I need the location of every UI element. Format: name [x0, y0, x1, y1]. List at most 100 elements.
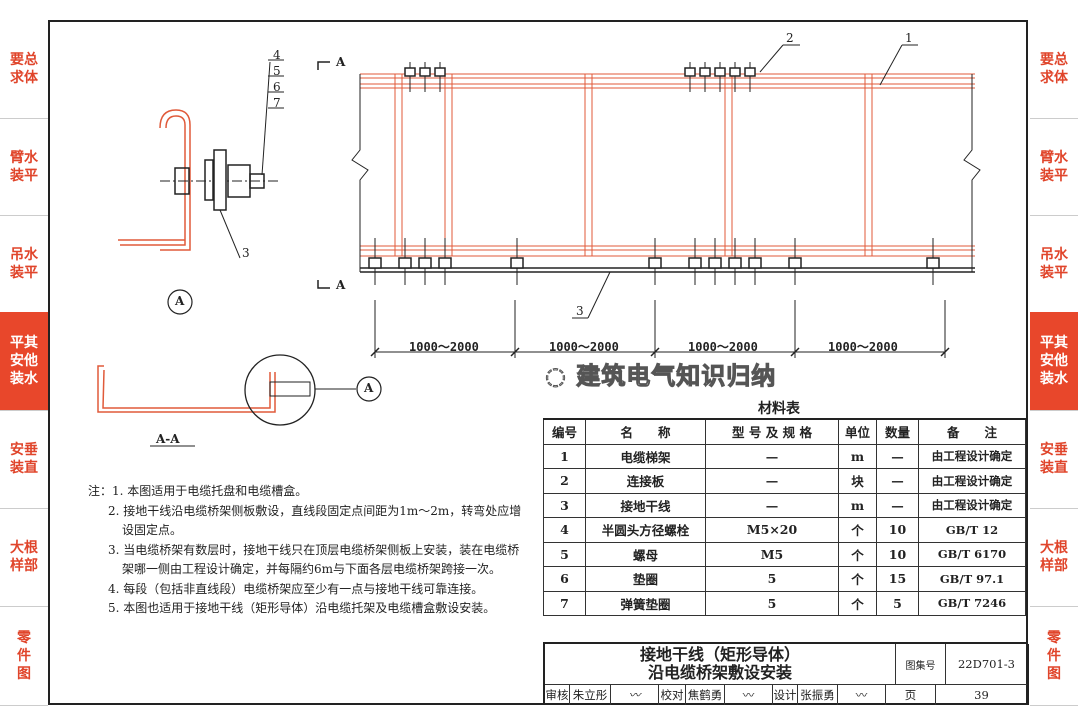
table-cell: 名 称 — [585, 418, 706, 445]
table-cell: 6 — [543, 566, 586, 592]
dimension-tick — [510, 347, 520, 357]
table-cell: 个 — [838, 541, 877, 567]
cable-ladder-plan — [360, 73, 975, 257]
side-tab-5[interactable]: 安垂装直 — [1030, 410, 1078, 509]
dimension-tick — [790, 347, 800, 357]
watermark: ◌ 建筑电气知识归纳 — [544, 362, 777, 391]
side-tab-label: 臂水 — [1040, 149, 1068, 166]
nut — [438, 257, 452, 269]
side-tab-2[interactable]: 臂水装平 — [1030, 118, 1078, 216]
table-cell: 1 — [543, 443, 586, 469]
wechat-icon: ◌ — [544, 362, 577, 391]
side-tab-label: 装平 — [1040, 167, 1068, 184]
table-cell: M5 — [705, 541, 839, 567]
table-header-row: 编号名 称型 号 及 规 格单位数量备 注 — [543, 418, 1026, 445]
side-tab-label: 求体 — [1040, 70, 1068, 86]
title-block-divider — [545, 684, 1029, 685]
watermark-text: 建筑电气知识归纳 — [576, 362, 777, 391]
side-tab-5[interactable]: 安垂装直 — [0, 410, 48, 509]
drawing-title-line2: 沿电缆桥架敷设安装 — [647, 663, 792, 682]
side-tab-label: 零 — [1047, 629, 1061, 646]
table-cell: — — [876, 468, 919, 494]
side-tab-6[interactable]: 大根样部 — [0, 508, 48, 607]
side-tab-label: 装水 — [10, 371, 38, 387]
side-tab-4[interactable]: 平其安他装水 — [0, 312, 48, 411]
section-mark-bottom: A — [336, 278, 346, 292]
nut — [684, 67, 696, 77]
side-tab-label: 装水 — [1040, 371, 1068, 387]
table-cell: — — [705, 492, 839, 518]
detail-section — [97, 59, 382, 447]
note-4: 4. 每段（包括非直线段）电缆桥架应至少有一点与接地干线可靠连接。 — [108, 581, 484, 596]
side-tab-label: 装平 — [1040, 264, 1068, 281]
table-cell: 电缆梯架 — [585, 443, 706, 469]
side-tab-label: 要总 — [1040, 52, 1068, 68]
nut — [418, 257, 432, 269]
nut — [404, 67, 416, 77]
nut — [648, 257, 662, 269]
table-cell: 接地干线 — [585, 492, 706, 518]
callout-7: 7 — [273, 96, 281, 110]
side-tab-6[interactable]: 大根样部 — [1030, 508, 1078, 607]
table-cell: 由工程设计确定 — [918, 443, 1026, 469]
side-tab-label: 装直 — [1040, 460, 1068, 476]
materials-table-title: 材料表 — [758, 401, 800, 417]
side-tab-2[interactable]: 臂水装平 — [0, 118, 48, 216]
drawing-frame — [48, 20, 1028, 705]
table-cell: 由工程设计确定 — [918, 468, 1026, 494]
detail-ref-a: A — [175, 294, 185, 308]
nut — [688, 257, 702, 269]
notes: 注：1. 本图适用于电缆托盘和电缆槽盒。 2. 接地干线沿电缆桥架侧板敷设，直线… — [88, 482, 528, 619]
nut — [788, 257, 802, 269]
note-1: 1. 本图适用于电缆托盘和电缆槽盒。 — [112, 484, 308, 498]
table-cell: 5 — [876, 590, 919, 616]
side-tab-1[interactable]: 要总求体 — [1030, 20, 1078, 119]
page-label: 页 — [885, 684, 935, 705]
drawing-title-line1: 接地干线（矩形导体） — [639, 645, 800, 664]
side-tab-label: 样部 — [10, 558, 38, 574]
section-mark-top: A — [336, 55, 346, 69]
table-cell: 5 — [705, 590, 839, 616]
side-tab-4[interactable]: 平其安他装水 — [1030, 312, 1078, 411]
table-cell: m — [838, 443, 877, 469]
side-tab-label: 图 — [17, 665, 31, 682]
dimension-tick — [650, 347, 660, 357]
table-cell: 7 — [543, 590, 586, 616]
callout-1: 1 — [905, 31, 913, 45]
nut — [368, 257, 382, 269]
side-tab-3[interactable]: 吊水装平 — [0, 215, 48, 313]
dimension-2: 1000～2000 — [549, 340, 619, 354]
side-tab-label: 样部 — [1040, 558, 1068, 574]
table-cell: — — [705, 468, 839, 494]
nut — [699, 67, 711, 77]
side-tab-7[interactable]: 零件图 — [1030, 606, 1078, 706]
reviewer-name: 朱立彤 — [569, 684, 610, 705]
side-tab-1[interactable]: 要总求体 — [0, 20, 48, 119]
table-cell: 个 — [838, 590, 877, 616]
reviewer-signature: 〰 — [610, 684, 658, 705]
side-tab-7[interactable]: 零件图 — [0, 606, 48, 706]
callout-3-detail: 3 — [242, 246, 250, 260]
dimension-4: 1000～2000 — [828, 340, 898, 354]
table-cell: — — [876, 443, 919, 469]
nut — [398, 257, 412, 269]
detail-ref-a-section: A — [364, 381, 374, 395]
design-label: 设计 — [772, 684, 797, 705]
table-cell: M5×20 — [705, 517, 839, 543]
table-cell: m — [838, 492, 877, 518]
table-cell: 垫圈 — [585, 566, 706, 592]
side-tab-label: 求体 — [10, 70, 38, 86]
designer-signature: 〰 — [837, 684, 885, 705]
checker-signature: 〰 — [724, 684, 772, 705]
table-cell: GB/T 6170 — [918, 541, 1026, 567]
nut — [510, 257, 524, 269]
side-tab-label: 安他 — [1040, 353, 1068, 369]
table-cell: 连接板 — [585, 468, 706, 494]
side-tab-label: 装直 — [10, 460, 38, 476]
